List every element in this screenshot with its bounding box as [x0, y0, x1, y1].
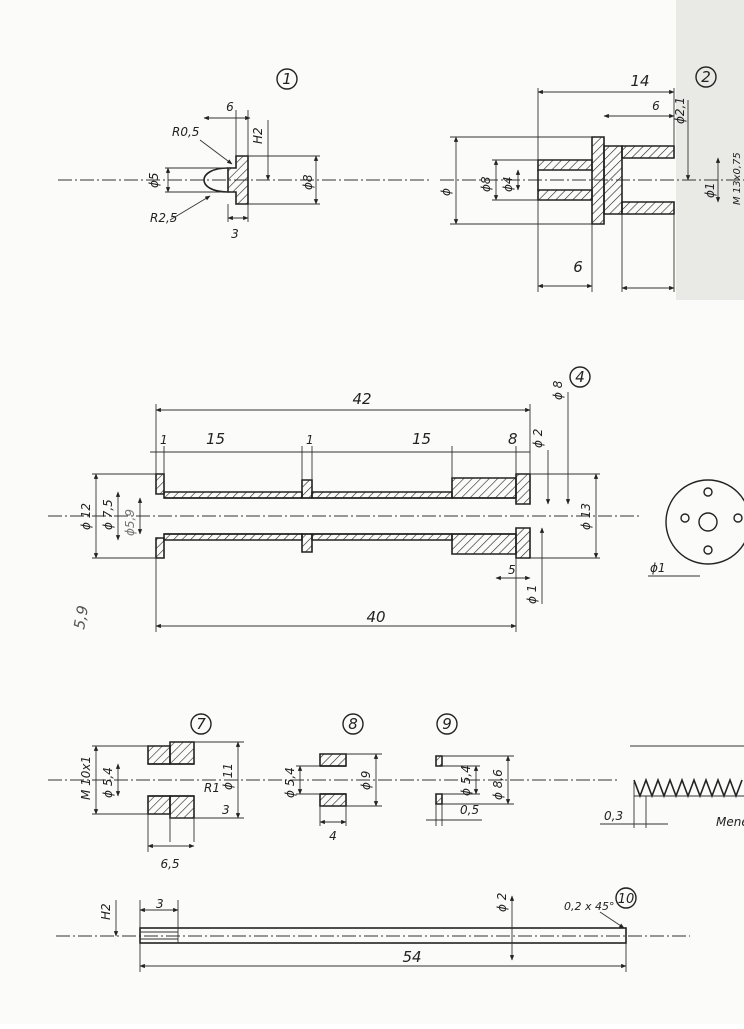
- part-2-dim-thread: M 13x0,75: [732, 152, 743, 205]
- thread-detail: 0,3 Mene: [600, 745, 744, 829]
- part-7-number: 7: [196, 715, 206, 733]
- part-4-dim-seg5: 8: [508, 430, 518, 448]
- part-9-dim-dia54: ϕ 5,4: [459, 765, 473, 796]
- part-10-dim-chamfer: 0,2 x 45°: [564, 900, 615, 913]
- thread-label: Mene: [716, 815, 744, 829]
- part-2-dim-top: 14: [630, 72, 649, 90]
- part-1-dim-width: 6: [226, 100, 234, 114]
- part-4-dim-five: 5: [508, 563, 516, 577]
- part-9-dim-dia86: ϕ 8,6: [491, 769, 505, 800]
- part-2-dim-dia-4: ϕ4: [501, 176, 515, 192]
- part-4-dim-dia1: ϕ 1: [525, 585, 539, 604]
- thread-dim-gap: 0,3: [604, 809, 623, 823]
- part-9-number-circle: [436, 713, 458, 735]
- part-8-dim-width: 4: [329, 829, 337, 843]
- part-10-number-circle: [615, 887, 637, 909]
- part-8-dim-dia9: ϕ 9: [359, 771, 373, 790]
- part-4: 4 42 1 15 1 15 8 ϕ 12 ϕ 7,5: [48, 366, 744, 632]
- part-2-dim-dia-21: ϕ2,1: [673, 97, 687, 124]
- part-2-number: 2: [701, 68, 711, 86]
- part-4-dim-dia12: ϕ 12: [79, 503, 93, 530]
- part-4-dim-seg4: 15: [412, 430, 431, 448]
- part-9-dim-width: 0,5: [460, 803, 479, 817]
- part-2-dim-dia-8: ϕ8: [479, 176, 493, 192]
- part-8-dim-dia54: ϕ 5,4: [283, 767, 297, 798]
- part-4-dim-dia13: ϕ 13: [579, 503, 593, 530]
- part-1: 1 6 R0,5 H2 ϕ5 ϕ8 R2,5 3: [58, 68, 430, 241]
- part-10-dim-dia2: ϕ 2: [495, 893, 509, 912]
- part-7-dim-three: 3: [222, 803, 230, 817]
- part-1-dim-r-top: R0,5: [172, 125, 199, 139]
- part-8-number-circle: [342, 713, 364, 735]
- part-7-dim-dia11: ϕ 11: [221, 763, 235, 790]
- part-2-number-circle: [695, 66, 717, 88]
- margin-note: 5,9: [70, 604, 92, 631]
- part-4-end-view: [665, 479, 744, 565]
- part-4-dim-dia1-side: ϕ1: [650, 561, 666, 575]
- part-7-dim-thread: M 10x1: [79, 756, 93, 800]
- part-2-dim-inner: 6: [652, 99, 660, 113]
- part-7-dim-width: 6,5: [160, 857, 179, 871]
- part-1-number-circle: [276, 68, 298, 90]
- part-4-dim-overall: 42: [352, 390, 371, 408]
- part-2-dim-bottom: 6: [573, 258, 583, 276]
- part-9-number: 9: [442, 715, 452, 733]
- part-7-dim-r1: R1: [204, 781, 220, 795]
- part-4-dim-seg3: 1: [306, 433, 314, 447]
- part-2-dim-dia-1: ϕ1: [703, 182, 717, 198]
- part-4-dim-dia75: ϕ 7,5: [101, 499, 115, 530]
- part-7-number-circle: [190, 713, 212, 735]
- part-4-number-circle: [569, 366, 591, 388]
- part-4-dim-dia2: ϕ 2: [531, 429, 545, 448]
- part-4-dim-seg1: 1: [160, 433, 168, 447]
- part-10-dim-length: 54: [402, 948, 421, 966]
- part-2-dim-dia-outer: ϕ: [439, 188, 453, 196]
- part-10-shaft: [139, 927, 627, 944]
- part-1-number: 1: [282, 70, 292, 88]
- part-10-dim-short: 3: [156, 897, 164, 911]
- part-8-number: 8: [348, 715, 358, 733]
- part-8: 8 ϕ 5,4 ϕ 9 4: [283, 713, 382, 843]
- part-1-dim-h: H2: [251, 127, 265, 144]
- part-1-dim-length: 3: [231, 227, 239, 241]
- part-7-dim-dia54: ϕ 5,4: [101, 767, 115, 798]
- page-edge-shadow: [676, 0, 744, 300]
- part-4-dim-seg2: 15: [206, 430, 225, 448]
- part-4-dim-bottom: 40: [366, 608, 385, 626]
- part-1-dim-dia-small: ϕ5: [147, 172, 161, 188]
- part-4-number: 4: [575, 368, 585, 386]
- part-10: 10 H2 3 ϕ 2 0,2 x 45° 54: [56, 887, 690, 972]
- part-7: 7 M 10x1 ϕ 5,4 ϕ 11 R1 3 6,5: [48, 713, 620, 871]
- part-4-dim-dia8: ϕ 8: [551, 380, 565, 400]
- part-1-dim-dia-big: ϕ8: [301, 174, 315, 190]
- part-1-dim-r-bottom: R2,5: [150, 211, 177, 225]
- part-10-dim-h: H2: [99, 903, 113, 920]
- part-2: 2 ϕ ϕ8 ϕ4 14 6 ϕ2,1 ϕ1 M 13x0,75 6: [439, 66, 744, 292]
- part-10-number: 10: [618, 892, 635, 907]
- part-4-dim-dia59: ϕ5,9: [123, 509, 137, 536]
- part-9: 9 ϕ 5,4 ϕ 8,6 0,5: [426, 713, 514, 826]
